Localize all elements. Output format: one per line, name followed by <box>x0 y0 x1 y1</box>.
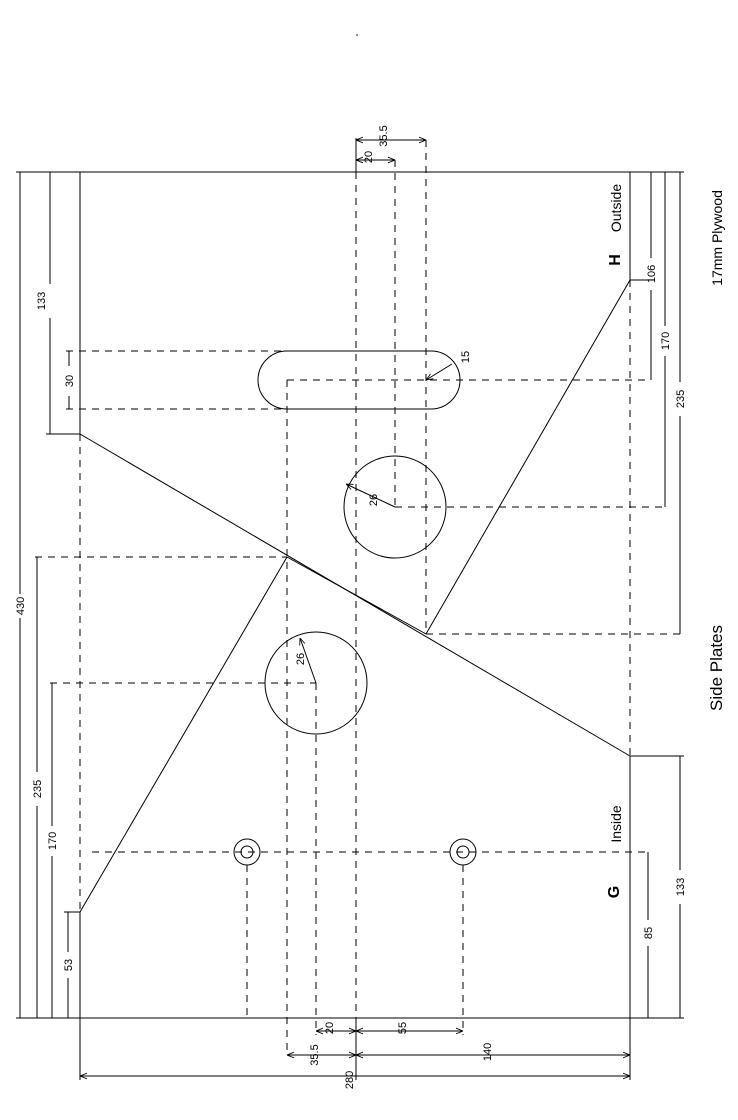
plate-h-edge <box>425 279 631 635</box>
dim-label-r15: 15 <box>460 351 472 363</box>
dim-235-right <box>630 171 684 634</box>
leader-r26-upper <box>346 484 396 508</box>
dim-label-106: 106 <box>646 265 658 283</box>
plate-g-inside-label: Inside <box>608 805 624 843</box>
material-label: 17mm Plywood <box>709 190 725 286</box>
dim-label-r26-upper: 26 <box>368 494 380 506</box>
dim-133-left <box>46 172 80 435</box>
leader-r26-lower <box>300 638 317 684</box>
dim-label-35-5-top: 35.5 <box>378 125 390 146</box>
dim-label-35-5-bottom: 35.5 <box>309 1044 321 1065</box>
dim-label-53: 53 <box>63 959 75 971</box>
leader-r15 <box>426 363 453 380</box>
dim-label-r26-lower: 26 <box>295 653 307 665</box>
dim-label-30: 30 <box>64 375 76 387</box>
dim-label-170-left: 170 <box>47 832 59 850</box>
dim-label-133-left: 133 <box>36 292 48 310</box>
dim-53 <box>64 911 80 1018</box>
upper-hole <box>343 455 447 559</box>
plate-g-letter: G <box>606 886 623 898</box>
dim-label-20-top: 20 <box>363 151 375 163</box>
drawing-title: Side Plates <box>707 625 726 711</box>
dim-label-133-right: 133 <box>675 878 687 896</box>
construction-lines <box>35 140 680 1055</box>
stray-dot <box>356 34 358 36</box>
plate-h-outside-label: Outside <box>608 184 624 232</box>
dim-label-20-bottom: 20 <box>324 1022 336 1034</box>
dim-133-right <box>630 755 684 1019</box>
dim-label-140: 140 <box>482 1043 494 1061</box>
plate-g-edge <box>79 556 288 913</box>
dim-top <box>355 138 426 172</box>
plate-h-letter: H <box>607 254 624 266</box>
dimension-labels: 20 35.5 133 30 430 235 170 53 106 170 23… <box>15 125 687 1089</box>
dim-label-55: 55 <box>397 1022 409 1034</box>
outer-board-outline <box>79 171 631 1019</box>
dim-label-85: 85 <box>643 927 655 939</box>
dim-bottom <box>79 1018 631 1080</box>
dim-label-235-right: 235 <box>675 390 687 408</box>
dim-label-170-right: 170 <box>660 332 672 350</box>
dim-label-235-left: 235 <box>32 780 44 798</box>
dim-label-280: 280 <box>344 1071 356 1089</box>
dim-label-430: 430 <box>15 597 27 615</box>
dim-430 <box>16 171 80 1019</box>
slot <box>257 350 461 410</box>
plate-g-edge-inner <box>286 556 427 635</box>
